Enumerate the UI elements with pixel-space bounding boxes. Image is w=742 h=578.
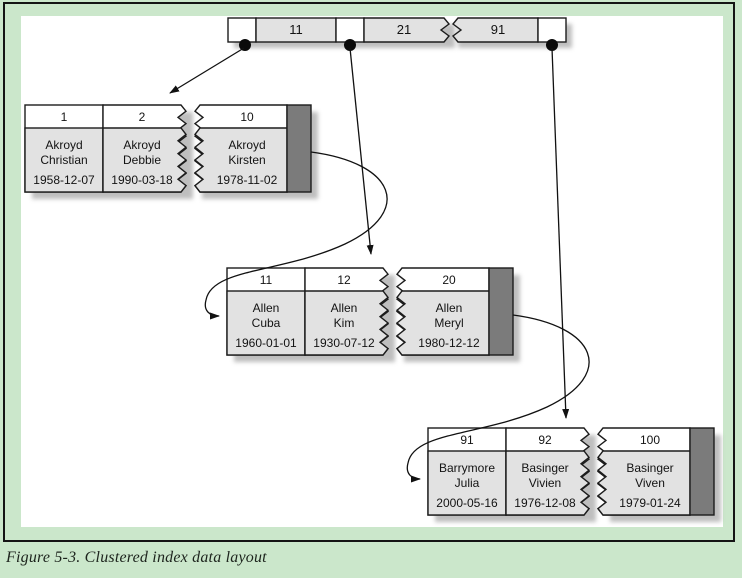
record-body [304, 290, 390, 356]
record-cell: 92 Basinger Vivien 1976-12-08 [505, 427, 591, 516]
record-last-name: Allen [331, 301, 358, 315]
root-index-node: 11 21 91 [227, 17, 567, 51]
record-cell: 12 Allen Kim 1930-07-12 [304, 267, 390, 356]
record-id: 12 [337, 273, 351, 287]
root-key-label: 21 [397, 22, 411, 37]
record-id: 92 [538, 433, 552, 447]
next-page-pointer-block [689, 427, 715, 516]
record-date: 1980-12-12 [418, 336, 480, 350]
figure-caption: Figure 5-3. Clustered index data layout [6, 549, 267, 566]
record-cell: 10 Akroyd Kirsten 1978-11-02 [193, 104, 288, 193]
record-id: 10 [240, 110, 254, 124]
record-date: 1979-01-24 [619, 496, 681, 510]
record-id: 91 [460, 433, 474, 447]
record-last-name: Akroyd [45, 138, 82, 152]
record-first-name: Christian [40, 153, 87, 167]
record-id: 2 [139, 110, 146, 124]
record-cell: 1 Akroyd Christian 1958-12-07 [24, 104, 104, 193]
arrows [169, 47, 590, 483]
record-last-name: Allen [436, 301, 463, 315]
record-date: 1990-03-18 [111, 173, 173, 187]
leaf-page-3: 91 Barrymore Julia 2000-05-16 92 Basinge… [427, 427, 715, 516]
record-last-name: Akroyd [228, 138, 265, 152]
record-body [102, 127, 188, 193]
record-cell: 20 Allen Meryl 1980-12-12 [395, 267, 490, 356]
arrow-root-to-page3 [551, 47, 570, 419]
root-pointer-cell-2 [335, 17, 365, 43]
root-key-cell-11 [255, 17, 337, 43]
record-last-name: Allen [253, 301, 280, 315]
root-pointer-cell-1 [227, 17, 257, 43]
record-body [193, 127, 288, 193]
record-last-name: Barrymore [439, 461, 495, 475]
clustered-index-diagram: 11 21 91 1 Akroyd Christian 1958-12-07 2… [24, 17, 721, 522]
record-last-name: Basinger [521, 461, 568, 475]
record-date: 2000-05-16 [436, 496, 498, 510]
record-first-name: Vivien [529, 476, 561, 490]
root-key-cell-21 [363, 17, 451, 43]
record-first-name: Julia [455, 476, 480, 490]
record-date: 1930-07-12 [313, 336, 375, 350]
arrow-root-to-page2 [349, 47, 374, 255]
record-cell: 11 Allen Cuba 1960-01-01 [226, 267, 306, 356]
record-first-name: Meryl [434, 316, 463, 330]
record-first-name: Kirsten [228, 153, 265, 167]
record-body [505, 450, 591, 516]
record-body [596, 450, 691, 516]
arrow-page2-to-page3 [406, 314, 590, 483]
pointer-dot-3 [546, 39, 558, 51]
root-key-cell-91 [451, 17, 539, 43]
record-first-name: Viven [635, 476, 665, 490]
figure-border-box [3, 2, 735, 542]
record-body [395, 290, 490, 356]
record-first-name: Kim [334, 316, 355, 330]
next-page-pointer-block [488, 267, 514, 356]
record-cell: 91 Barrymore Julia 2000-05-16 [427, 427, 507, 516]
record-date: 1958-12-07 [33, 173, 95, 187]
record-body [226, 290, 306, 356]
root-key-label: 11 [289, 22, 303, 37]
record-id: 100 [640, 433, 660, 447]
record-cell: 100 Basinger Viven 1979-01-24 [596, 427, 691, 516]
record-body [427, 450, 507, 516]
next-page-pointer-block [286, 104, 312, 193]
record-date: 1976-12-08 [514, 496, 576, 510]
record-last-name: Basinger [626, 461, 673, 475]
record-cell: 2 Akroyd Debbie 1990-03-18 [102, 104, 188, 193]
arrow-root-to-page1 [169, 47, 245, 94]
record-id: 20 [442, 273, 456, 287]
record-first-name: Debbie [123, 153, 161, 167]
record-last-name: Akroyd [123, 138, 160, 152]
arrow-page1-to-page2 [204, 151, 388, 320]
record-id: 11 [260, 273, 273, 287]
record-date: 1960-01-01 [235, 336, 297, 350]
record-first-name: Cuba [252, 316, 281, 330]
leaf-page-1: 1 Akroyd Christian 1958-12-07 2 Akroyd D… [24, 104, 312, 193]
pointer-dot-1 [239, 39, 251, 51]
record-date: 1978-11-02 [217, 173, 278, 187]
pointer-dot-2 [344, 39, 356, 51]
leaf-page-2: 11 Allen Cuba 1960-01-01 12 Allen Kim 19… [226, 267, 514, 356]
root-pointer-cell-3 [537, 17, 567, 43]
root-key-label: 91 [491, 22, 505, 37]
record-id: 1 [61, 110, 68, 124]
